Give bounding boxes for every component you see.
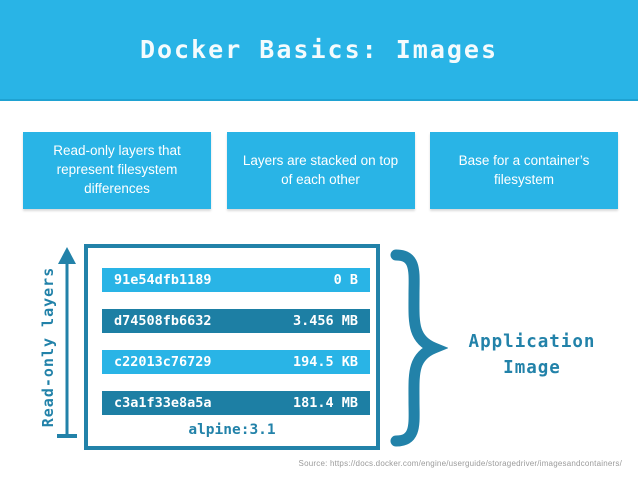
layer-id: c22013c76729 <box>114 354 212 370</box>
info-box-row: Read-only layers that represent filesyst… <box>23 132 618 209</box>
source-attribution: Source: https://docs.docker.com/engine/u… <box>298 459 622 468</box>
page-title: Docker Basics: Images <box>139 35 499 64</box>
slide-header: Docker Basics: Images <box>0 0 638 101</box>
image-tag-label: alpine:3.1 <box>188 422 276 438</box>
curly-brace-icon <box>390 249 448 447</box>
layer-size: 194.5 KB <box>292 354 358 370</box>
layer-row: c22013c76729 194.5 KB <box>102 350 370 374</box>
info-box-text: Base for a container’s filesystem <box>458 152 590 187</box>
layer-size: 0 B <box>333 272 358 288</box>
info-box-stacked-layers: Layers are stacked on top of each other <box>226 132 415 209</box>
layer-row: d74508fb6632 3.456 MB <box>102 309 370 333</box>
info-box-base-filesystem: Base for a container’s filesystem <box>430 132 618 209</box>
layer-id: 91e54dfb1189 <box>114 272 212 288</box>
layer-id: d74508fb6632 <box>114 313 212 329</box>
info-box-text: Layers are stacked on top of each other <box>242 152 399 187</box>
layer-size: 3.456 MB <box>292 313 358 329</box>
application-image-label: Application Image <box>468 332 596 379</box>
layer-row: 91e54dfb1189 0 B <box>102 268 370 292</box>
info-box-readonly-layers: Read-only layers that represent filesyst… <box>23 132 211 209</box>
info-box-text: Read-only layers that represent filesyst… <box>53 143 181 196</box>
read-only-layers-axis-label: Read-only layers <box>39 266 57 428</box>
up-arrow-icon <box>57 247 77 438</box>
image-layer-stack: 91e54dfb1189 0 B d74508fb6632 3.456 MB c… <box>84 244 380 450</box>
layer-size: 181.4 MB <box>292 395 358 411</box>
layer-id: c3a1f33e8a5a <box>114 395 212 411</box>
layer-row: c3a1f33e8a5a 181.4 MB <box>102 391 370 415</box>
